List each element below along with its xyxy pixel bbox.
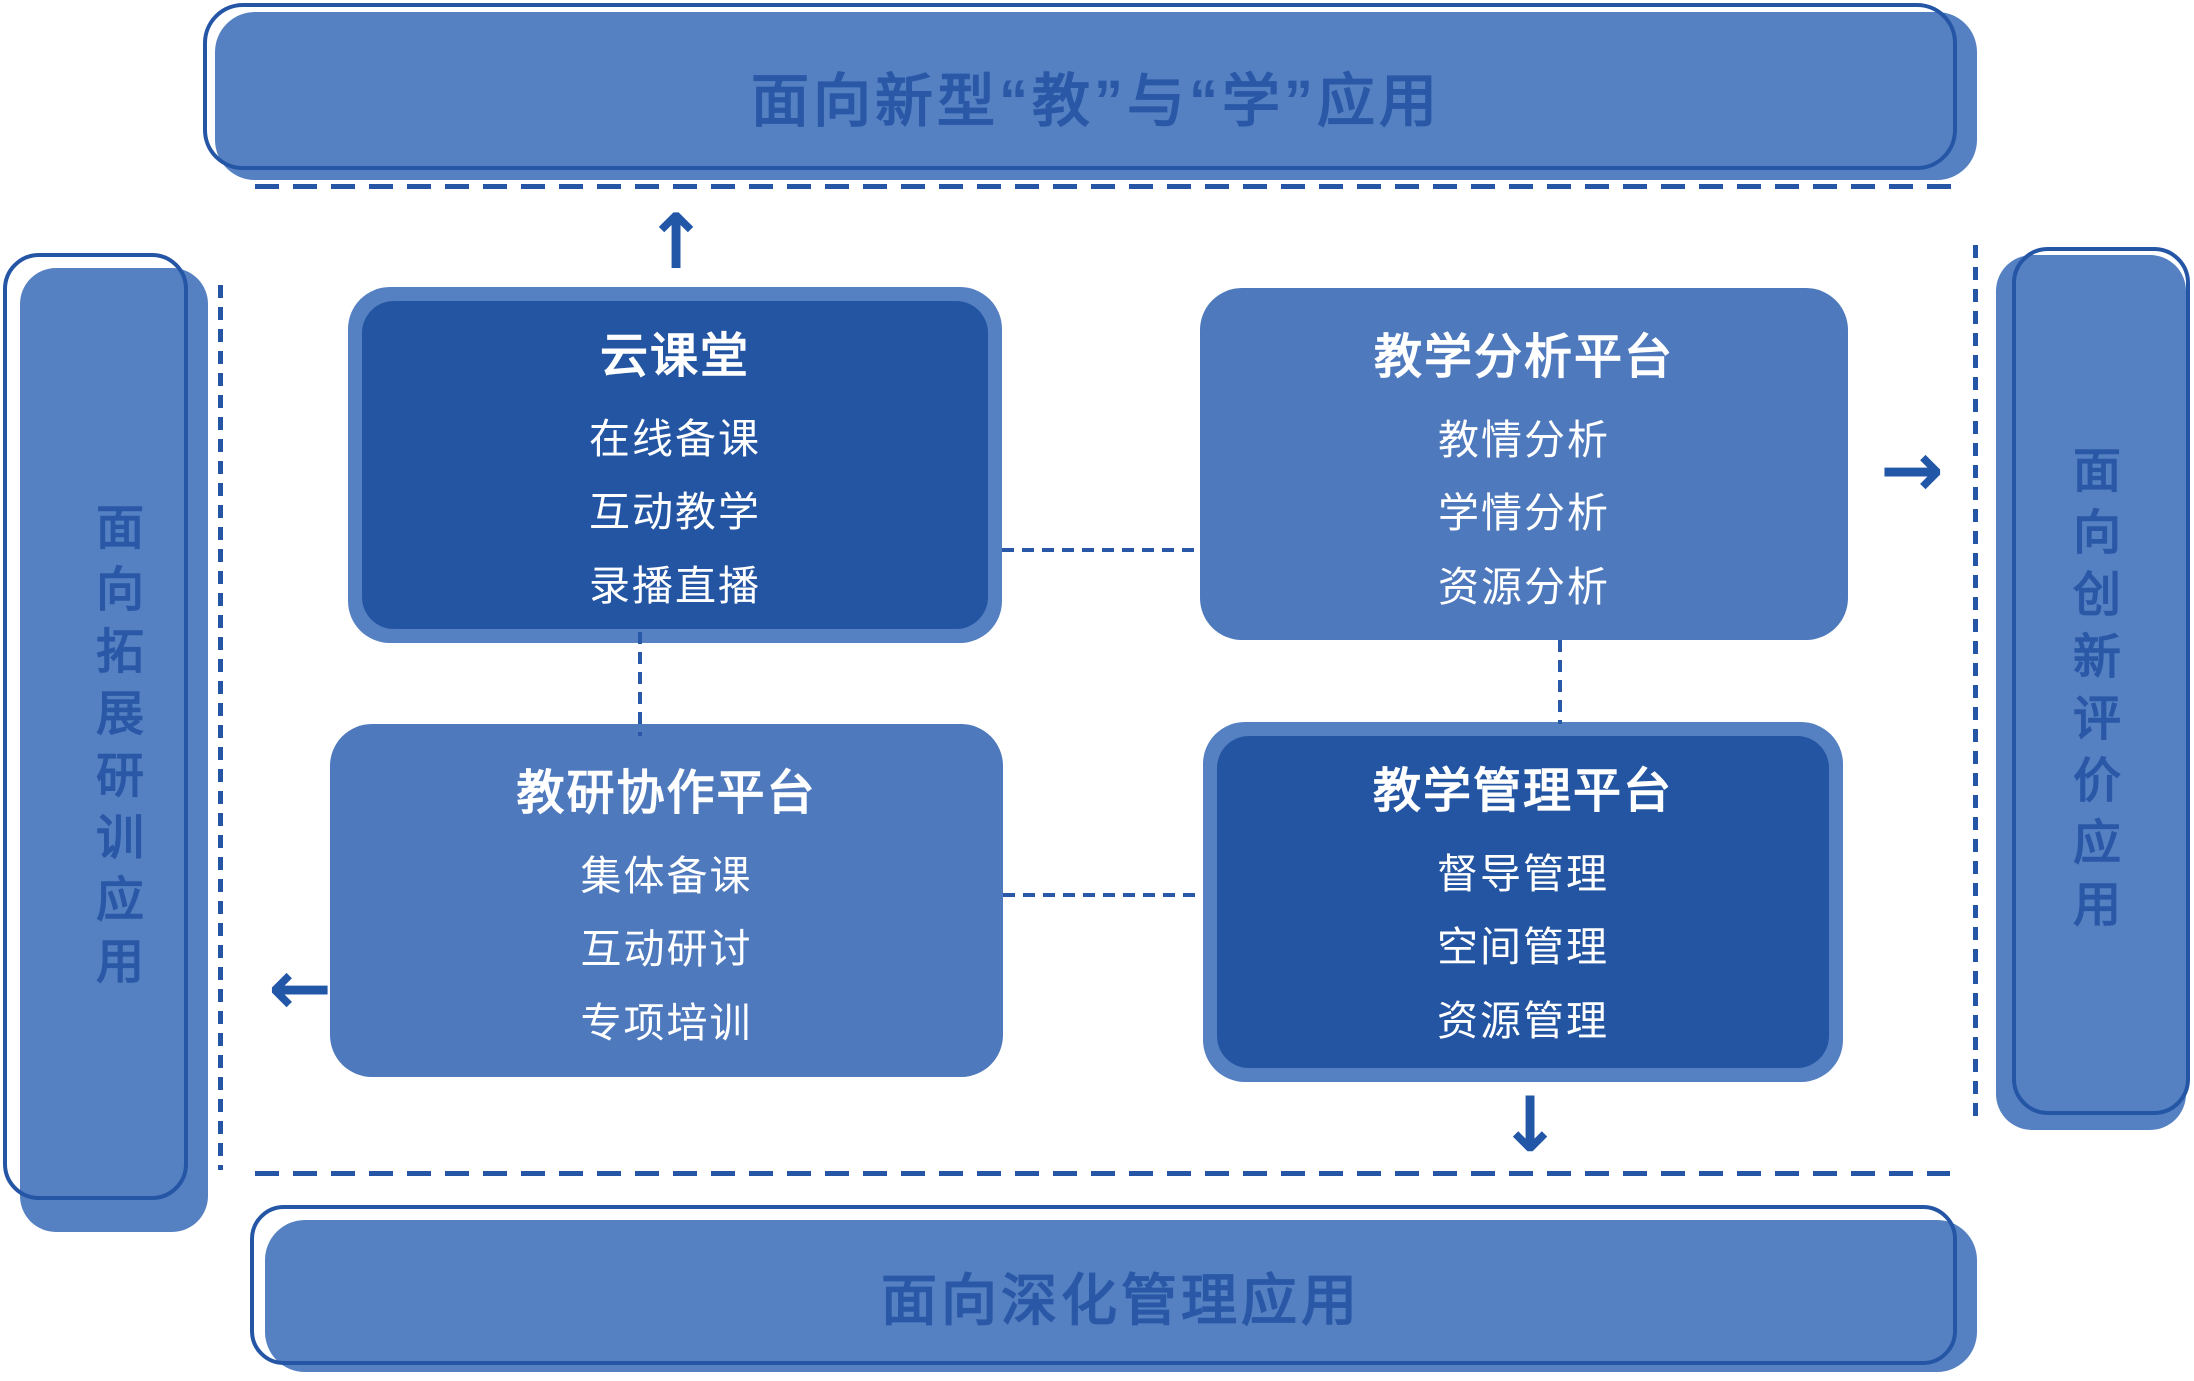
module-title: 教学管理平台 [1372,765,1673,818]
top-dashed-separator [255,184,1953,189]
module-teaching-management: 教学管理平台 督导管理 空间管理 资源管理 [1203,722,1843,1082]
module-item: 资源分析 [1438,563,1610,610]
top-banner-label: 面向新型“教”与“学”应用 [750,69,1441,134]
module-teaching-analysis-body: 教学分析平台 教情分析 学情分析 资源分析 [1214,302,1834,626]
module-item: 空间管理 [1437,924,1609,971]
module-cloud-classroom-body: 云课堂 在线备课 互动教学 录播直播 [362,301,988,629]
module-research-collab: 教研协作平台 集体备课 互动研讨 专项培训 [330,724,1003,1077]
top-banner: 面向新型“教”与“学”应用 [215,12,1977,180]
right-banner-label: 面向创新评价应用 [2065,444,2118,941]
module-item: 教情分析 [1438,417,1610,463]
right-arrow-icon: → [1880,425,1944,514]
bottom-banner: 面向深化管理应用 [265,1220,1977,1372]
module-teaching-management-body: 教学管理平台 督导管理 空间管理 资源管理 [1217,736,1829,1068]
module-title: 教研协作平台 [516,767,817,820]
right-banner: 面向创新评价应用 [1996,255,2186,1130]
module-item: 互动研讨 [580,926,753,973]
up-arrow-icon: ↑ [644,197,708,286]
left-dashed-separator [218,285,223,1170]
module-research-collab-body: 教研协作平台 集体备课 互动研讨 专项培训 [344,738,989,1063]
right-dashed-separator [1973,245,1978,1120]
module-item: 互动教学 [589,489,761,536]
module-item: 录播直播 [589,562,761,609]
connector-analysis-to-management [1558,640,1562,724]
module-cloud-classroom: 云课堂 在线备课 互动教学 录播直播 [348,287,1002,643]
module-item: 在线备课 [589,416,761,462]
left-arrow-icon: ← [268,943,332,1032]
bottom-banner-label: 面向深化管理应用 [881,1268,1361,1332]
module-item: 学情分析 [1438,490,1610,537]
module-item: 督导管理 [1437,851,1609,897]
module-item: 集体备课 [580,853,753,899]
connector-cloud-to-collab [638,632,642,736]
bottom-dashed-separator [255,1171,1950,1176]
connector-cloud-to-analysis [1002,548,1200,552]
module-item: 资源管理 [1437,997,1609,1044]
module-title: 教学分析平台 [1373,331,1674,384]
left-banner-label: 面向拓展研训应用 [88,502,141,998]
down-arrow-icon: ↓ [1498,1080,1562,1169]
left-banner: 面向拓展研训应用 [20,268,208,1232]
module-teaching-analysis: 教学分析平台 教情分析 学情分析 资源分析 [1200,288,1848,640]
module-title: 云课堂 [599,330,750,383]
connector-collab-to-management [1003,893,1203,897]
module-item: 专项培训 [580,999,753,1046]
